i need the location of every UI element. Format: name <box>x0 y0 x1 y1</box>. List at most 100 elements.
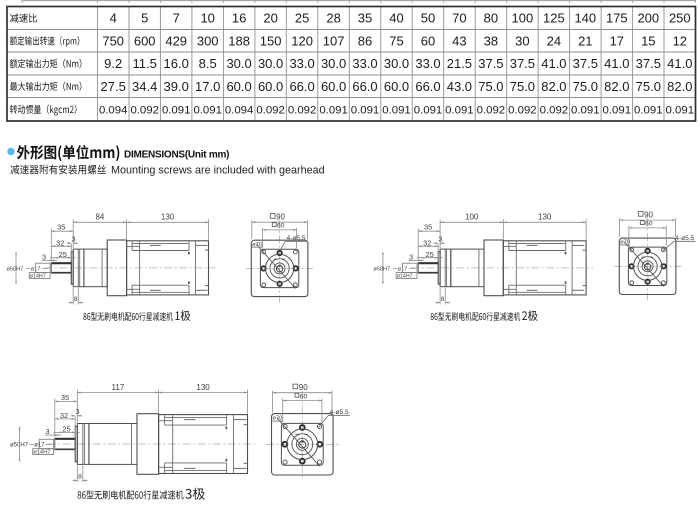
svg-text:28: 28 <box>326 11 340 26</box>
svg-text:0.092: 0.092 <box>130 104 159 116</box>
svg-text:33.0: 33.0 <box>289 56 314 71</box>
svg-text:8: 8 <box>441 296 445 303</box>
svg-text:32: 32 <box>56 239 64 248</box>
svg-text:0.091: 0.091 <box>571 104 600 116</box>
svg-text:82.0: 82.0 <box>541 79 566 94</box>
svg-text:0.091: 0.091 <box>603 104 632 116</box>
svg-text:10: 10 <box>200 11 214 26</box>
svg-text:60: 60 <box>277 223 285 230</box>
svg-text:35: 35 <box>358 11 372 26</box>
svg-text:3: 3 <box>46 427 50 436</box>
svg-text:66.0: 66.0 <box>289 79 314 94</box>
svg-text:0.091: 0.091 <box>193 104 222 116</box>
svg-text:9.2: 9.2 <box>104 56 122 71</box>
svg-text:ø70: ø70 <box>272 416 282 422</box>
svg-text:16.0: 16.0 <box>164 56 189 71</box>
svg-text:40: 40 <box>389 11 403 26</box>
svg-text:32: 32 <box>60 411 68 420</box>
svg-text:0.091: 0.091 <box>382 104 411 116</box>
svg-text:0.091: 0.091 <box>351 104 380 116</box>
svg-text:60.0: 60.0 <box>226 79 251 94</box>
svg-text:0.091: 0.091 <box>319 104 348 116</box>
svg-text:34.4: 34.4 <box>132 79 157 94</box>
svg-text:75: 75 <box>389 33 403 48</box>
svg-text:33.0: 33.0 <box>415 56 440 71</box>
svg-text:130: 130 <box>538 213 552 222</box>
svg-text:25: 25 <box>62 425 70 434</box>
svg-text:125: 125 <box>543 11 565 26</box>
svg-text:0.092: 0.092 <box>508 104 537 116</box>
svg-text:ø50H7: ø50H7 <box>7 266 24 272</box>
svg-text:75.0: 75.0 <box>636 79 661 94</box>
svg-text:41.0: 41.0 <box>541 56 566 71</box>
svg-text:0.091: 0.091 <box>162 104 191 116</box>
svg-text:41.0: 41.0 <box>667 56 692 71</box>
svg-text:60: 60 <box>645 221 653 228</box>
svg-text:0.092: 0.092 <box>540 104 569 116</box>
svg-text:12: 12 <box>673 33 687 48</box>
svg-text:27.5: 27.5 <box>101 79 126 94</box>
svg-text:60.0: 60.0 <box>258 79 283 94</box>
svg-text:ø14H7: ø14H7 <box>33 450 50 456</box>
svg-text:90: 90 <box>644 211 653 220</box>
svg-text:4-ø5.5: 4-ø5.5 <box>675 235 694 242</box>
svg-text:24: 24 <box>547 33 561 48</box>
svg-text:30.0: 30.0 <box>321 56 346 71</box>
svg-text:175: 175 <box>606 11 628 26</box>
svg-text:66.0: 66.0 <box>415 79 440 94</box>
svg-text:39.0: 39.0 <box>164 79 189 94</box>
svg-text:4: 4 <box>110 11 117 26</box>
svg-text:75.0: 75.0 <box>478 79 503 94</box>
svg-text:75.0: 75.0 <box>510 79 535 94</box>
svg-text:82.0: 82.0 <box>604 79 629 94</box>
svg-text:41.0: 41.0 <box>604 56 629 71</box>
svg-text:30.0: 30.0 <box>384 56 409 71</box>
svg-text:25: 25 <box>425 250 433 259</box>
svg-text:ø50H7: ø50H7 <box>373 266 390 272</box>
svg-text:0.092: 0.092 <box>256 104 285 116</box>
svg-text:100: 100 <box>512 11 534 26</box>
svg-text:43: 43 <box>452 33 466 48</box>
svg-text:0.092: 0.092 <box>477 104 506 116</box>
svg-text:20: 20 <box>263 11 277 26</box>
svg-text:30.0: 30.0 <box>226 56 251 71</box>
svg-text:60: 60 <box>421 33 435 48</box>
svg-text:16: 16 <box>232 11 246 26</box>
svg-text:3: 3 <box>42 252 46 261</box>
svg-text:ø70: ø70 <box>252 242 262 248</box>
svg-text:107: 107 <box>323 33 345 48</box>
svg-text:0.091: 0.091 <box>445 104 474 116</box>
svg-text:70: 70 <box>452 11 466 26</box>
svg-text:0.094: 0.094 <box>225 104 254 116</box>
svg-text:DIMENSIONS(Unit mm): DIMENSIONS(Unit mm) <box>124 150 229 161</box>
svg-text:80: 80 <box>484 11 498 26</box>
svg-text:35: 35 <box>61 393 69 402</box>
svg-text:ø14H7: ø14H7 <box>30 274 46 280</box>
svg-text:21.5: 21.5 <box>447 56 472 71</box>
svg-text:25: 25 <box>59 250 67 259</box>
svg-text:11.5: 11.5 <box>133 56 157 71</box>
svg-text:50: 50 <box>421 11 435 26</box>
svg-text:429: 429 <box>165 33 187 48</box>
svg-text:3: 3 <box>75 407 79 416</box>
svg-text:30: 30 <box>515 33 529 48</box>
svg-text:60: 60 <box>300 393 308 400</box>
svg-text:130: 130 <box>161 213 175 222</box>
svg-text:32: 32 <box>423 239 431 248</box>
svg-text:33.0: 33.0 <box>352 56 377 71</box>
svg-text:ø14H7: ø14H7 <box>397 274 413 280</box>
svg-text:8: 8 <box>74 296 78 303</box>
svg-text:30.0: 30.0 <box>258 56 283 71</box>
svg-text:37.5: 37.5 <box>636 56 661 71</box>
svg-text:90: 90 <box>299 383 308 392</box>
svg-text:17.0: 17.0 <box>195 79 220 94</box>
svg-text:37.5: 37.5 <box>510 56 535 71</box>
svg-text:4-ø5.5: 4-ø5.5 <box>286 235 305 242</box>
svg-text:150: 150 <box>260 33 282 48</box>
svg-text:200: 200 <box>637 11 659 26</box>
svg-text:8.5: 8.5 <box>199 56 217 71</box>
svg-text:0.091: 0.091 <box>634 104 663 116</box>
svg-text:120: 120 <box>291 33 313 48</box>
svg-text:15: 15 <box>641 33 655 48</box>
svg-text:35: 35 <box>424 223 432 232</box>
